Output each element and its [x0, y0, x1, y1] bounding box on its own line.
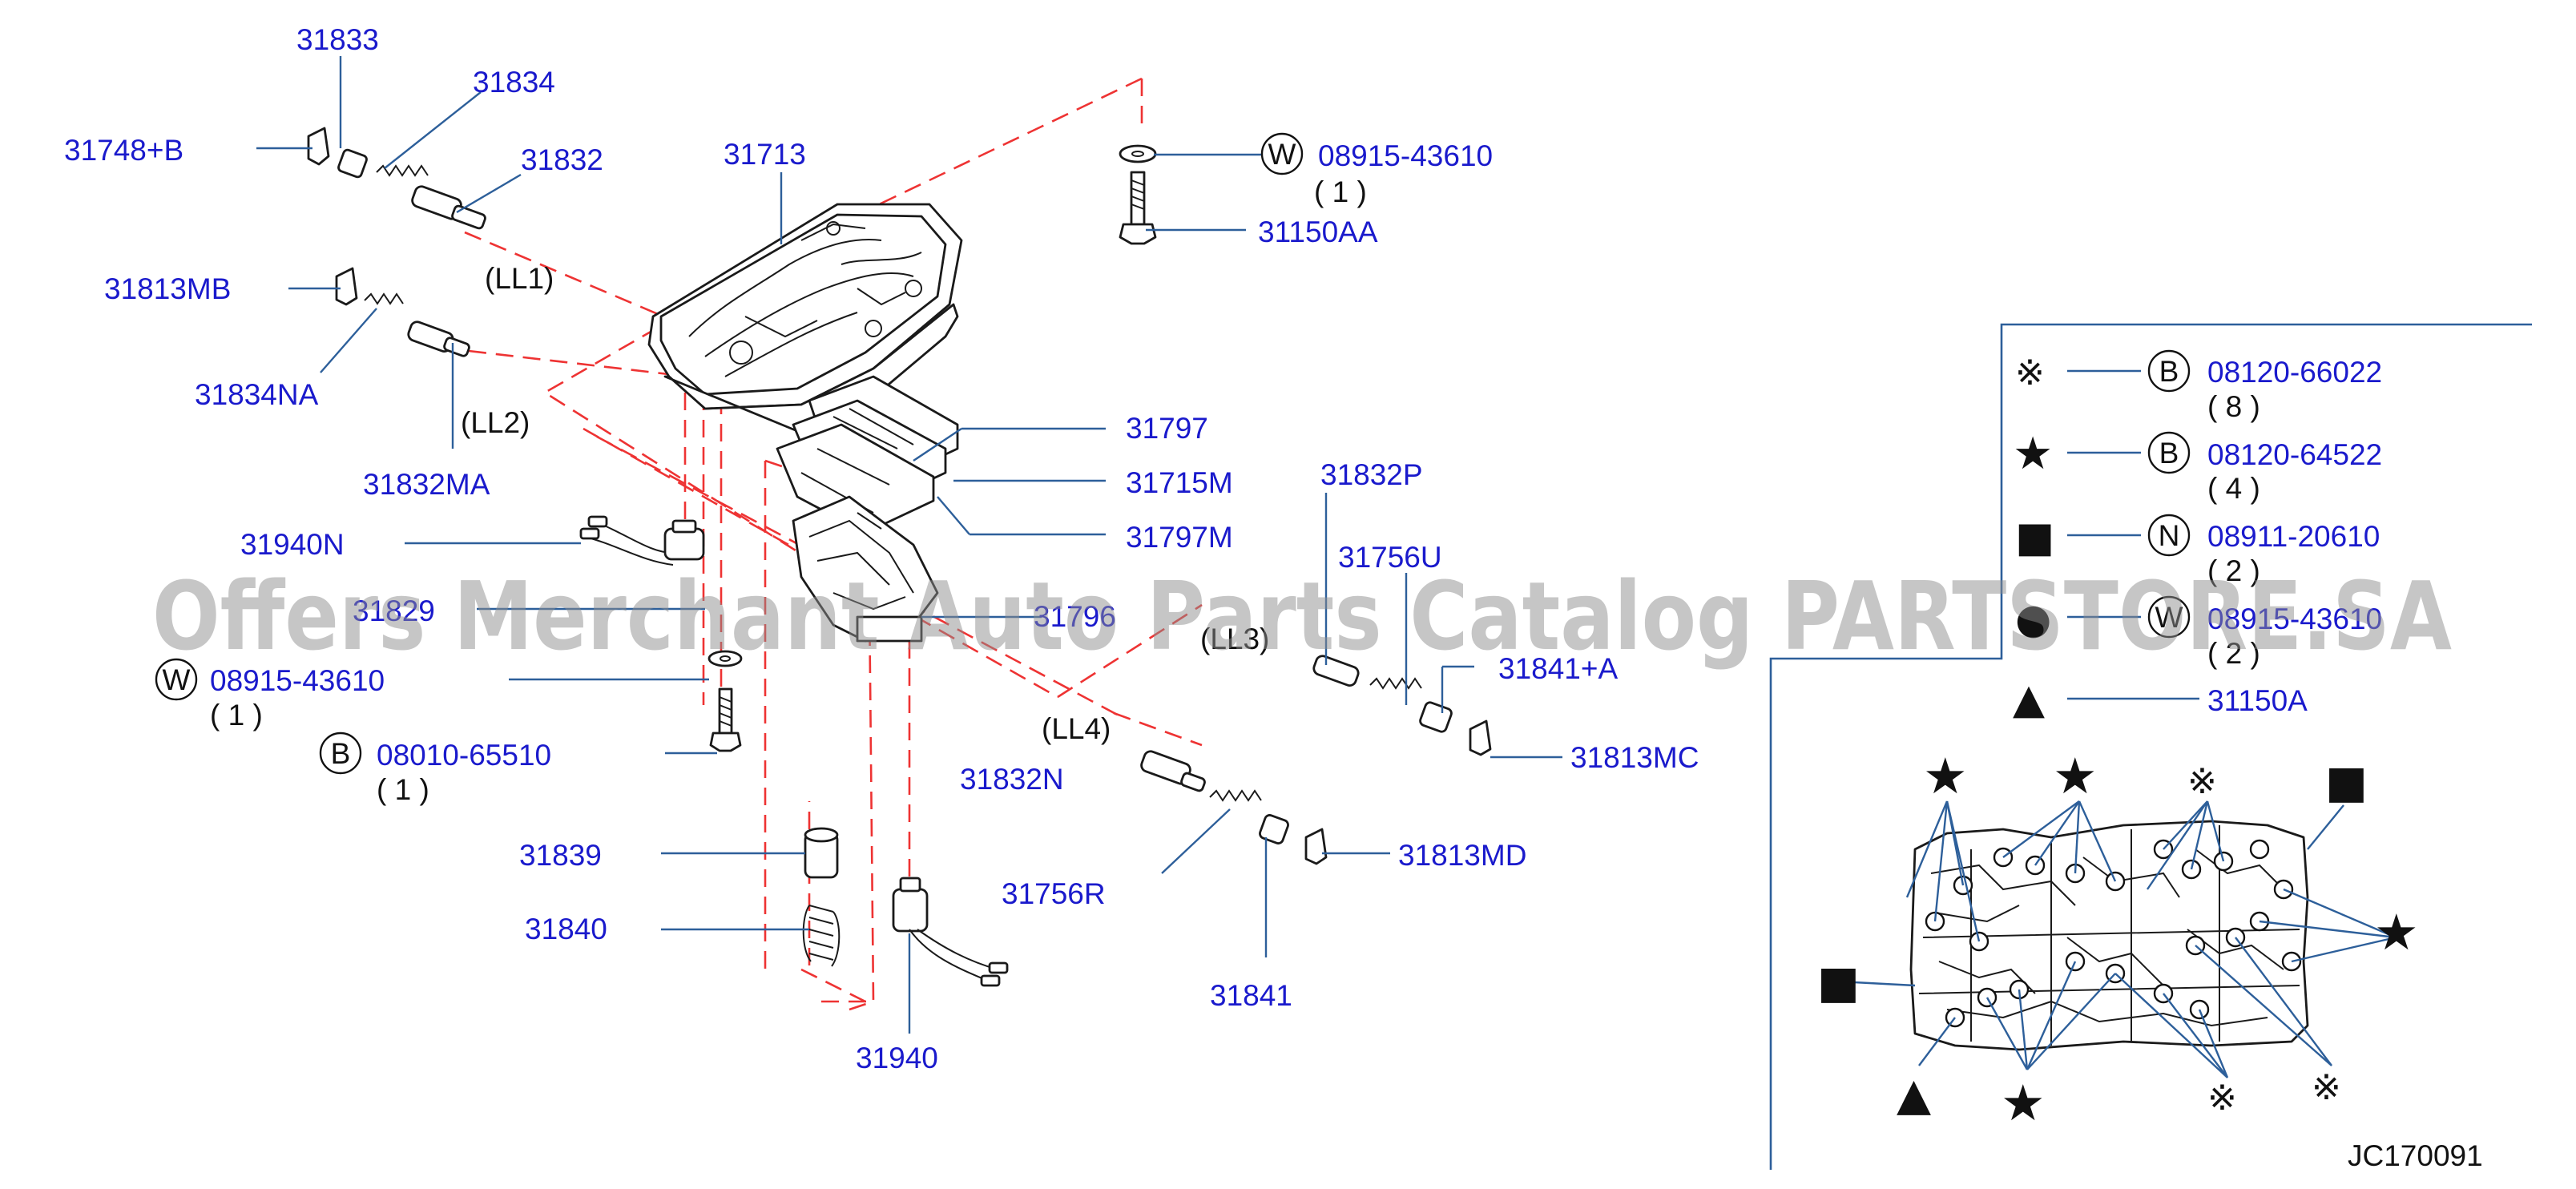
inset-leaders [1838, 800, 2397, 1078]
callout-left-washer: W 08915-43610 ( 1 ) [155, 658, 385, 732]
callout-letter: W [163, 663, 191, 696]
legend-row-ref: ※ B 08120-66022 ( 8 ) [2015, 349, 2382, 423]
callout-letter: W [1268, 138, 1296, 171]
plug-and-spring [802, 827, 841, 967]
reference-mark-icon: ※ [2015, 353, 2045, 393]
label-31813mc: 31813MC [1570, 741, 1699, 774]
label-31940n: 31940N [240, 528, 345, 561]
legend-part: 08911-20610 [2207, 520, 2380, 553]
legend-part: 08120-64522 [2207, 438, 2382, 471]
legend-qty: ( 2 ) [2207, 554, 2260, 587]
label-31150aa: 31150AA [1258, 216, 1378, 248]
solenoid-31940 [892, 877, 1009, 987]
phantom-lines [464, 77, 1203, 1011]
callout-qty: ( 1 ) [1314, 175, 1367, 208]
left-bolt [707, 650, 743, 752]
label-31833: 31833 [296, 23, 379, 56]
label-ll1: (LL1) [485, 262, 554, 295]
solenoid-31940n [579, 515, 705, 566]
legend-row-square: ■ N 08911-20610 ( 2 ) [2015, 514, 2380, 587]
separator-plates [776, 375, 959, 534]
label-31756u: 31756U [1338, 541, 1442, 574]
label-31840: 31840 [525, 913, 607, 945]
reference-mark-icon: ※ [2207, 1078, 2237, 1118]
inset-valve-body [1909, 820, 2309, 1051]
label-31715m: 31715M [1126, 466, 1233, 499]
legend: ※ B 08120-66022 ( 8 ) ★ B 08120-64522 ( … [2013, 349, 2382, 723]
legend-qty: ( 4 ) [2207, 472, 2260, 505]
label-31832ma: 31832MA [363, 468, 490, 501]
triangle-icon: ▲ [1897, 1069, 1931, 1121]
legend-letter: N [2159, 519, 2180, 552]
callout-left-bolt: B 08010-65510 ( 1 ) [319, 732, 551, 806]
label-ll4: (LL4) [1042, 712, 1111, 745]
legend-letter: B [2159, 437, 2179, 470]
legend-letter: B [2159, 355, 2179, 388]
callout-part: 08010-65510 [377, 739, 551, 772]
square-icon: ■ [1817, 957, 1860, 1009]
legend-row-circle: ● W 08915-43610 ( 2 ) [2015, 595, 2382, 670]
top-bolt [1119, 144, 1157, 245]
leader-lines [256, 56, 1562, 1034]
watermark: Offers Merchant Auto Parts Catalog PARTS… [152, 561, 2452, 671]
reference-mark-icon: ※ [2312, 1067, 2341, 1108]
legend-letter: W [2155, 601, 2183, 634]
valves-ll4 [1140, 750, 1328, 865]
callout-letter: B [331, 737, 351, 770]
callout-part: 08915-43610 [1318, 139, 1493, 172]
valves-ll3 [1312, 655, 1492, 756]
label-31832: 31832 [521, 143, 603, 176]
star-icon: ★ [2013, 428, 2053, 480]
square-icon: ■ [2325, 756, 2368, 808]
label-31797m: 31797M [1126, 521, 1233, 554]
label-31796: 31796 [1034, 600, 1116, 633]
star-icon: ★ [1923, 747, 1968, 805]
label-31834na: 31834NA [195, 378, 319, 411]
label-31832n: 31832N [960, 763, 1064, 796]
label-31940: 31940 [856, 1042, 938, 1074]
callout-part: 08915-43610 [210, 664, 385, 697]
reference-mark-icon: ※ [2187, 761, 2217, 802]
circle-icon: ● [2015, 595, 2051, 643]
label-31813md: 31813MD [1398, 839, 1526, 872]
callout-qty: ( 1 ) [210, 699, 263, 732]
label-31797: 31797 [1126, 412, 1208, 445]
label-31841: 31841 [1210, 979, 1292, 1012]
legend-qty: ( 2 ) [2207, 637, 2260, 670]
legend-part: 31150A [2207, 684, 2308, 717]
label-31834: 31834 [473, 66, 555, 99]
label-31829: 31829 [353, 594, 435, 627]
legend-part: 08120-66022 [2207, 356, 2382, 389]
legend-part: 08915-43610 [2207, 603, 2382, 635]
legend-row-star: ★ B 08120-64522 ( 4 ) [2013, 428, 2382, 505]
valve-body-upper [647, 203, 963, 434]
legend-row-triangle: ▲ 31150A [2013, 675, 2308, 723]
triangle-icon: ▲ [2013, 675, 2045, 723]
label-31841-a: 31841+A [1498, 652, 1618, 685]
inset-symbols: ★ ★ ※ ■ ★ ■ ▲ ★ ※ ※ [1817, 747, 2419, 1132]
square-icon: ■ [2015, 514, 2054, 562]
valve-body-lower [792, 495, 939, 643]
inset-frame [1769, 323, 2532, 1170]
star-icon: ★ [2053, 747, 2098, 805]
label-31713: 31713 [724, 138, 806, 171]
legend-qty: ( 8 ) [2207, 390, 2260, 423]
part-number-labels: 31833 31834 31748+B 31832 31713 (LL1) 31… [64, 23, 1699, 1074]
label-ll2: (LL2) [461, 406, 530, 439]
label-31813mb: 31813MB [104, 272, 231, 305]
label-31839: 31839 [519, 839, 602, 872]
star-icon: ★ [2001, 1074, 2046, 1132]
label-ll3: (LL3) [1200, 623, 1269, 655]
label-31748-b: 31748+B [64, 134, 183, 167]
callout-top-washer: W 08915-43610 ( 1 ) [1260, 132, 1493, 208]
diagram-code: JC170091 [2348, 1139, 2483, 1172]
star-icon: ★ [2374, 903, 2419, 961]
callout-qty: ( 1 ) [377, 773, 429, 806]
label-31756r: 31756R [1002, 877, 1106, 910]
label-31832p: 31832P [1320, 458, 1423, 491]
top-left-valves [307, 127, 486, 357]
